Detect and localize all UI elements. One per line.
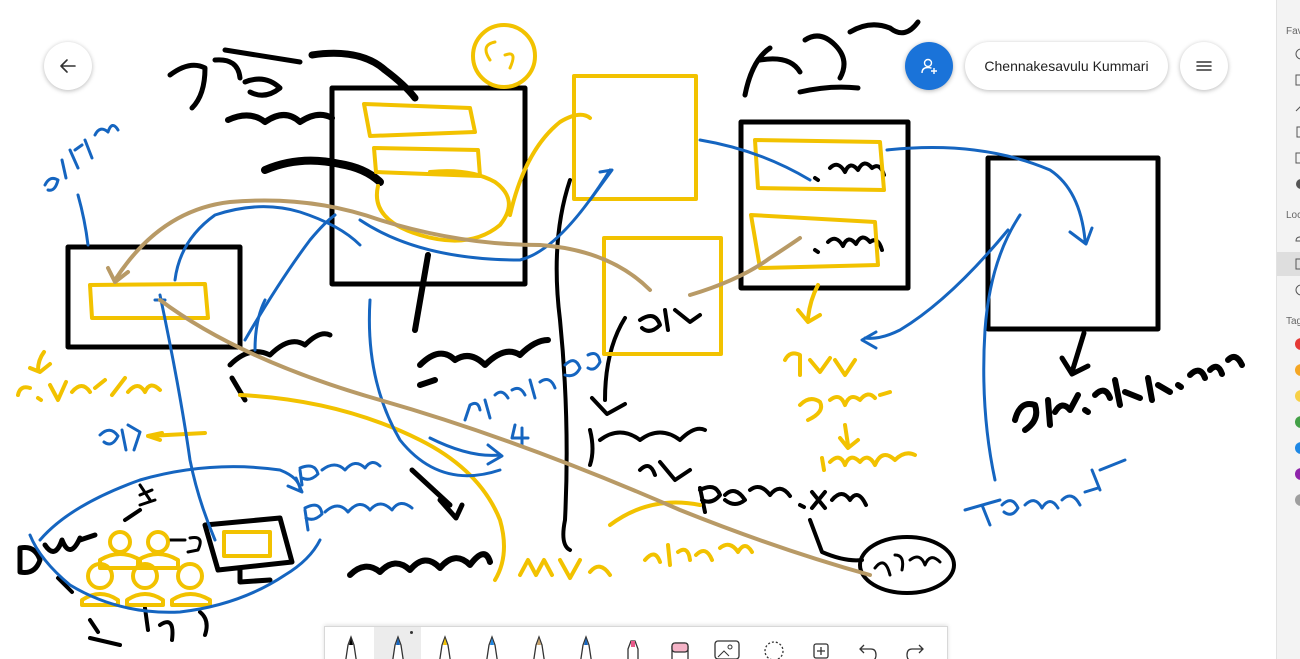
- user-account-button[interactable]: Chennakesavulu Kummari: [965, 42, 1168, 90]
- tool-highlighter[interactable]: [609, 627, 656, 659]
- image-insert-icon: [713, 640, 740, 659]
- selected-location-highlight: [1277, 252, 1300, 276]
- tool-lasso-select[interactable]: [750, 627, 797, 659]
- tool-eraser[interactable]: [656, 627, 703, 659]
- tag-color-dot[interactable]: [1295, 364, 1300, 376]
- tag-color-dot[interactable]: [1295, 338, 1300, 350]
- pen-icon: [532, 635, 545, 659]
- pen-icon[interactable]: [1295, 100, 1300, 112]
- ink-box-jfrog: [738, 119, 911, 291]
- info-icon[interactable]: [1295, 178, 1300, 190]
- tool-pen[interactable]: [562, 627, 609, 659]
- black-ink-strokes: [17, 19, 1245, 647]
- tag-color-dot[interactable]: [1295, 442, 1300, 454]
- pen-icon: [579, 635, 592, 659]
- cloud-icon[interactable]: [1295, 232, 1300, 244]
- ink-box-server: [985, 155, 1161, 332]
- ink-box-github: [65, 244, 243, 350]
- lasso-select-icon: [763, 641, 784, 659]
- selected-tool-indicator: [410, 631, 413, 634]
- arrow-left-icon: [60, 59, 76, 73]
- menu-button[interactable]: [1180, 42, 1228, 90]
- tool-pencil[interactable]: [421, 627, 468, 659]
- location-section-label: Loc: [1286, 210, 1300, 221]
- highlighter-icon: [626, 640, 639, 659]
- tag-color-dot[interactable]: [1295, 390, 1300, 402]
- back-button[interactable]: [44, 42, 92, 90]
- redo-icon: [905, 644, 924, 659]
- tool-ballpoint-pen[interactable]: [327, 627, 374, 659]
- ballpoint-pen-icon: [344, 635, 357, 659]
- tag-color-dot[interactable]: [1295, 494, 1300, 506]
- tool-pen[interactable]: [515, 627, 562, 659]
- globe-icon[interactable]: [1295, 48, 1300, 60]
- add-tool-icon: [812, 643, 829, 659]
- document-icon[interactable]: [1295, 126, 1300, 138]
- tool-redo[interactable]: [891, 627, 938, 659]
- pen-icon: [485, 635, 498, 659]
- tags-section-label: Tag: [1286, 316, 1300, 327]
- ink-box-maven: [329, 85, 528, 287]
- hamburger-menu-icon: [1196, 61, 1212, 71]
- favorites-section-label: Fav: [1286, 26, 1300, 37]
- device-icon[interactable]: [1295, 258, 1300, 270]
- network-icon[interactable]: [1295, 284, 1300, 296]
- add-person-icon: [921, 58, 937, 74]
- tag-color-dot[interactable]: [1295, 416, 1300, 428]
- user-name: Chennakesavulu Kummari: [984, 58, 1149, 74]
- undo-icon: [858, 644, 877, 659]
- tan-ink-strokes: [106, 198, 872, 577]
- notebook-icon[interactable]: [1295, 152, 1300, 164]
- tool-undo[interactable]: [844, 627, 891, 659]
- pencil-icon: [438, 635, 451, 659]
- yellow-ink-strokes: [16, 23, 917, 607]
- side-panel: Fav Loc Tag: [1276, 0, 1300, 659]
- book-icon[interactable]: [1295, 74, 1300, 86]
- tool-image-insert[interactable]: [703, 627, 750, 659]
- tag-color-dot[interactable]: [1295, 468, 1300, 480]
- tool-pen[interactable]: [374, 627, 421, 659]
- tool-add-tool[interactable]: [797, 627, 844, 659]
- invite-people-button[interactable]: [905, 42, 953, 90]
- eraser-icon: [670, 642, 689, 659]
- tool-pen[interactable]: [468, 627, 515, 659]
- pen-icon: [391, 635, 404, 659]
- ink-toolbar: [324, 626, 948, 659]
